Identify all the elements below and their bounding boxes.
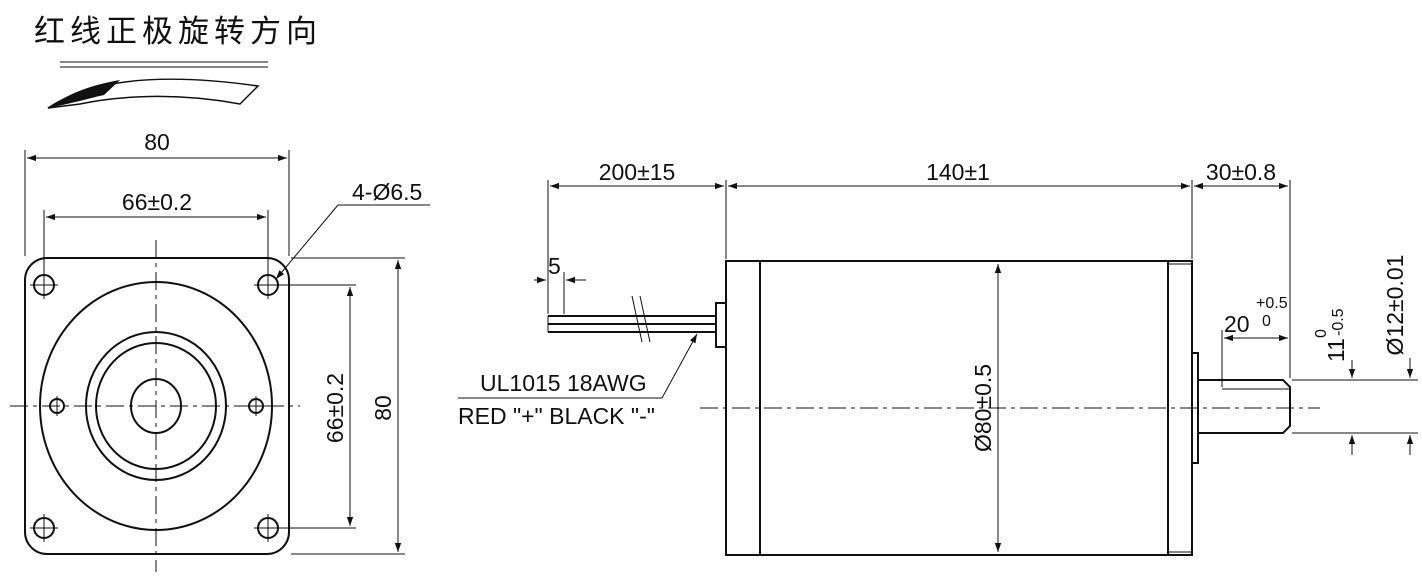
flat-depth-tol-upper: 0 [1313, 329, 1330, 338]
lead-length-label: 200±15 [599, 159, 676, 185]
flat-depth-label: 11 [1323, 338, 1349, 362]
hole-spec-label: 4-Ø6.5 [352, 179, 422, 205]
rotation-direction-title: 红线正极旋转方向 [34, 14, 322, 50]
rotation-direction-arrow-icon [47, 61, 268, 109]
front-hole-pitch-v-label: 66±0.2 [322, 373, 348, 443]
flat-length-label: 20 [1224, 311, 1250, 337]
body-diameter-label: Ø80±0.5 [970, 364, 996, 452]
front-width-label: 80 [144, 129, 170, 155]
side-view: UL1015 18AWG RED "+" BLACK "-" 200±15 5 … [458, 159, 1418, 556]
mounting-holes [30, 271, 282, 542]
body-length-label: 140±1 [926, 159, 990, 185]
shaft [1198, 379, 1291, 434]
wire-color-label: RED "+" BLACK "-" [458, 403, 655, 429]
shaft-length-label: 30±0.8 [1206, 159, 1276, 185]
front-view: 80 66±0.2 4-Ø6.5 66±0.2 80 [10, 129, 430, 572]
flat-tol-lower: 0 [1262, 313, 1271, 330]
shaft-diameter-label: Ø12±0.01 [1382, 255, 1408, 356]
flat-tol-upper: +0.5 [1256, 295, 1288, 312]
front-hole-pitch-h-label: 66±0.2 [122, 189, 192, 215]
lead-wires [547, 295, 727, 348]
wire-spec-label: UL1015 18AWG [480, 370, 647, 396]
strip-length-label: 5 [548, 253, 561, 279]
front-height-label: 80 [370, 395, 396, 421]
flat-depth-tol-lower: -0.5 [1330, 308, 1347, 336]
